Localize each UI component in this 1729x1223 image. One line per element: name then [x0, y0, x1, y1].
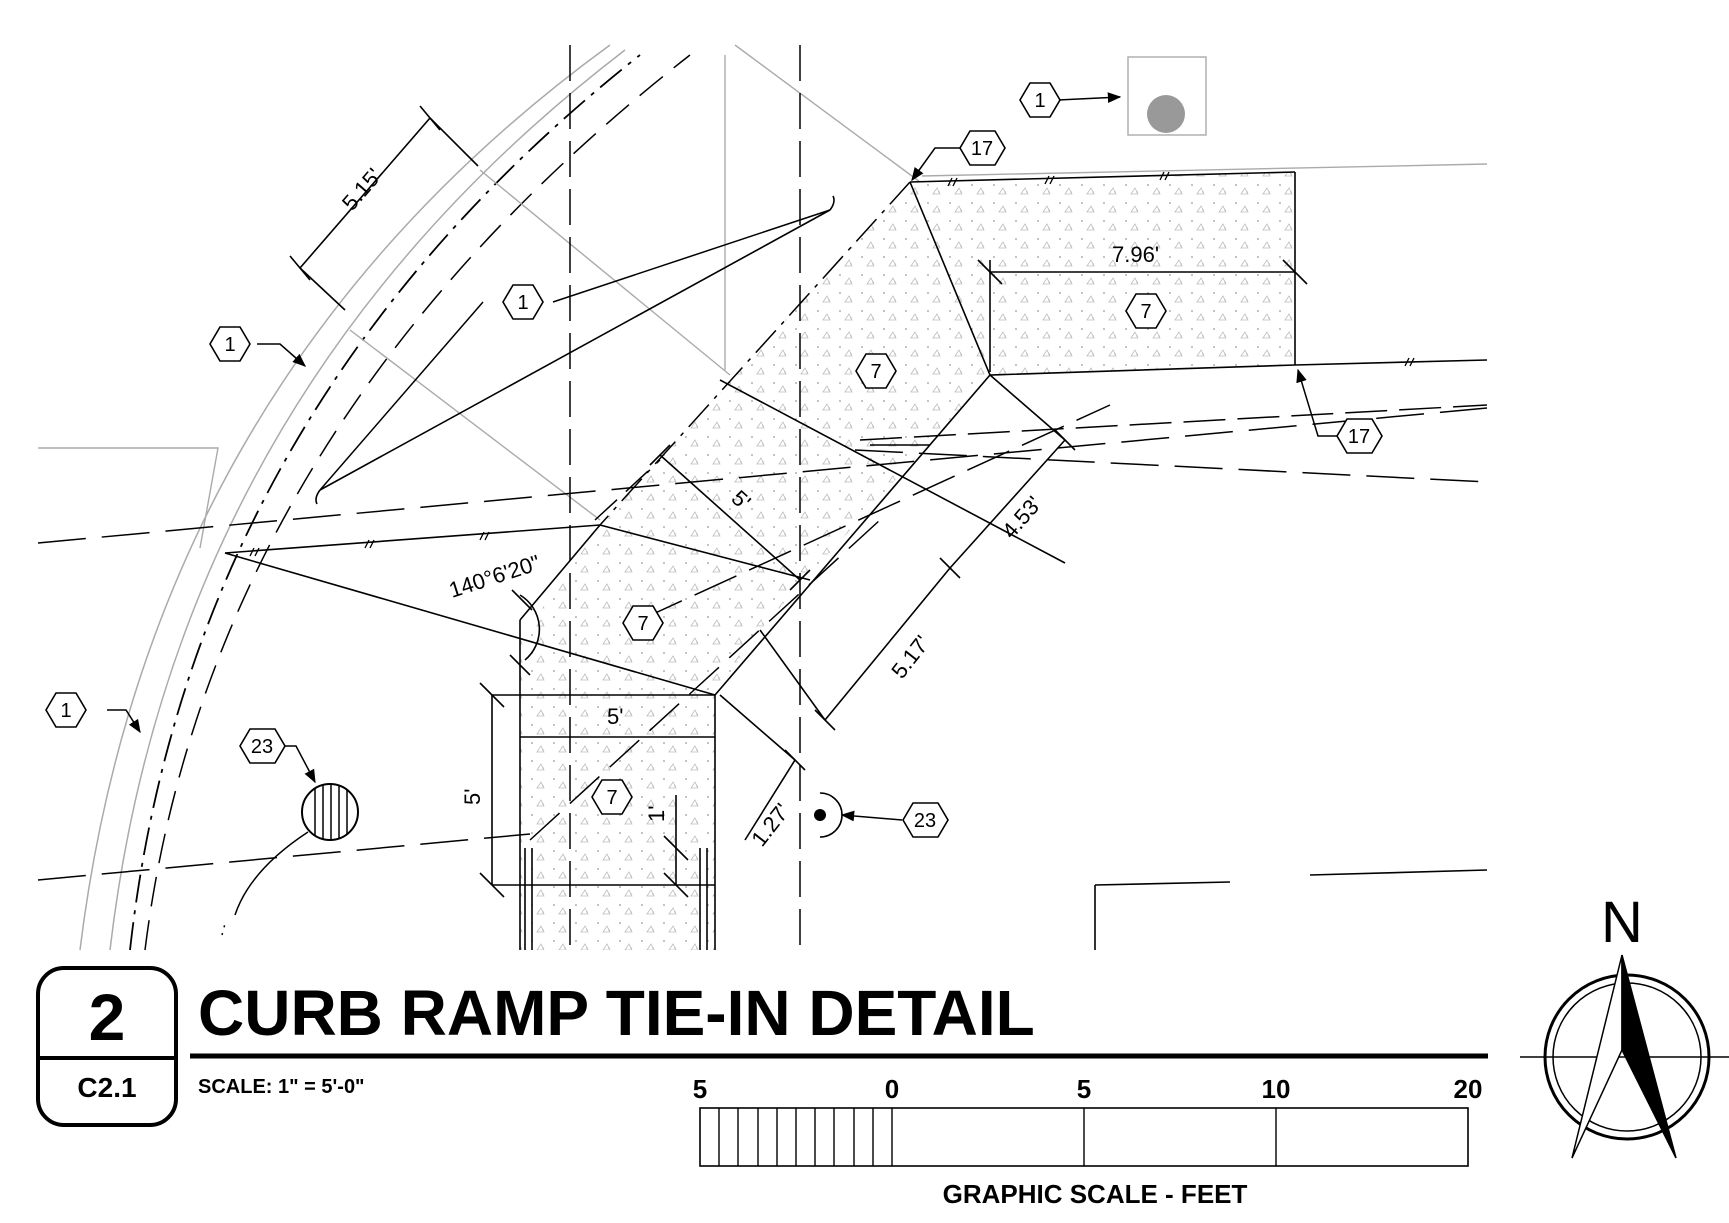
dim-4-53: 4.53' [997, 491, 1047, 543]
background-linework [38, 44, 1488, 549]
svg-text:1: 1 [60, 700, 71, 722]
scale-label-0: 0 [885, 1074, 899, 1104]
graphic-scale-caption: GRAPHIC SCALE - FEET [943, 1179, 1248, 1209]
utility-marker-icon [1147, 95, 1185, 133]
dim-angle: 140°6'20" [446, 550, 543, 603]
dim-5-middle: 5' [607, 704, 623, 729]
svg-text:7: 7 [637, 613, 648, 635]
keynote-1-lower [45, 692, 87, 728]
svg-text:1: 1 [224, 334, 235, 356]
dim-7-96: 7.96' [1112, 242, 1159, 267]
keynote-7-bottom [591, 779, 633, 815]
scale-label-10: 10 [1262, 1074, 1291, 1104]
cleanout-icon [814, 792, 843, 838]
svg-text:7: 7 [870, 361, 881, 383]
svg-text:7: 7 [606, 787, 617, 809]
concrete-areas [520, 172, 1295, 950]
keynote-7-right [1125, 293, 1167, 329]
dim-1-27: 1.27' [746, 799, 795, 851]
svg-text:7: 7 [1140, 301, 1151, 323]
scale-label-5-left: 5 [693, 1074, 707, 1104]
break-ticks [249, 171, 1415, 557]
dim-5-side: 5' [460, 789, 485, 805]
dashed-lines [37, 45, 1488, 950]
keynote-17-top [959, 130, 1006, 166]
dim-5-17: 5.17' [886, 631, 935, 683]
title-block: 2 C2.1 CURB RAMP TIE-IN DETAIL SCALE: 1"… [36, 966, 1488, 1127]
ramp-outline [224, 171, 1488, 950]
sheet-number: C2.1 [77, 1072, 136, 1103]
keynote-labels: 1 17 1 1 7 7 17 7 1 23 7 23 [60, 90, 1370, 832]
detail-title: CURB RAMP TIE-IN DETAIL [198, 977, 1035, 1049]
keynote-1-left [209, 326, 251, 362]
curb-line-arcs [79, 44, 691, 951]
keynote-7-mid [622, 605, 664, 641]
svg-text:23: 23 [914, 810, 936, 832]
svg-text:1: 1 [517, 292, 528, 314]
scale-text: SCALE: 1" = 5'-0" [198, 1076, 365, 1098]
keynote-leaders [107, 92, 1337, 936]
north-arrow-icon: N [1520, 890, 1729, 1159]
dim-5-15: 5.15' [337, 163, 387, 215]
scale-label-20: 20 [1454, 1074, 1483, 1104]
graphic-scale: 5 0 5 10 20 GRAPHIC SCALE - FEET [693, 1074, 1483, 1209]
svg-text:17: 17 [1348, 426, 1370, 448]
keynote-1-top [1019, 82, 1061, 118]
svg-text:23: 23 [251, 736, 273, 758]
dim-1: 1' [644, 806, 669, 822]
keynote-17-right [1336, 418, 1383, 454]
utility-symbols [301, 95, 1185, 841]
keynote-23-left [239, 728, 286, 764]
detail-number: 2 [89, 980, 126, 1054]
scale-label-5: 5 [1077, 1074, 1091, 1104]
north-label: N [1601, 890, 1643, 955]
storm-inlet-icon [301, 783, 359, 841]
svg-text:1: 1 [1034, 90, 1045, 112]
keynote-23-right [902, 802, 949, 838]
keynotes [45, 82, 1383, 838]
dimension-lines [289, 105, 1308, 898]
keynote-7-center [855, 353, 897, 389]
keynote-1-leader [502, 284, 544, 320]
svg-text:17: 17 [971, 138, 993, 160]
